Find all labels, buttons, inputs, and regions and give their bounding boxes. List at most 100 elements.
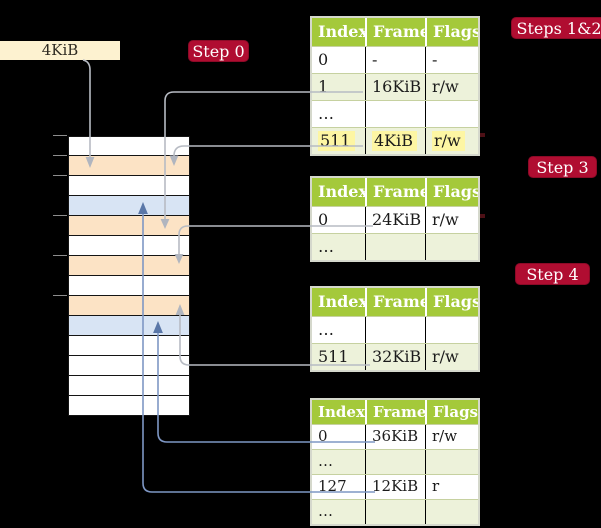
table-cell-frame [365,450,425,474]
memory-frame-row [68,156,190,176]
memory-frame-row [68,356,190,376]
table-cell-flags [425,500,478,524]
table-cell-flags: r/w [425,128,478,154]
memory-frame-row [68,336,190,356]
table-row: 0 - - [312,46,478,73]
table-header-row: Index Frame Flags [312,288,478,316]
table-cell-frame [365,500,425,524]
memory-frame-row [68,296,190,316]
table-cell-flags [425,450,478,474]
table-row: … [312,316,478,343]
memory-frame-row [68,196,190,216]
memory-frame-row [68,216,190,236]
table-cell-index: 0 [318,427,328,445]
table-cell-index: 1 [318,77,329,96]
table-header-row: Index Frame Flags [312,18,478,46]
memory-frame-row [68,236,190,256]
table-cell-index: … [318,104,334,123]
column-header-frame: Frame [365,178,425,206]
table-row: 127 12KiB r [312,474,478,499]
table-row-highlighted: 511 4KiB r/w [312,127,478,154]
table-cell-flags: r/w [425,207,478,233]
badge-step-4: Step 4 [515,263,590,285]
column-header-frame: Frame [365,18,425,46]
column-header-index: Index [318,403,365,421]
table-cell-flags: r [425,475,478,499]
table-row: … [312,233,478,260]
table-cell-index: 0 [318,210,329,229]
table-cell-flags: r/w [425,344,478,370]
memory-frame-row [68,256,190,276]
table-header-row: Index Frame Flags [312,178,478,206]
memory-tick [53,215,67,216]
table-cell-flags: r/w [425,74,478,100]
page-table-final-level: Index Frame Flags 0 36KiB r/w … 127 12Ki… [310,398,480,526]
table-cell-flags [425,234,478,260]
memory-frame-row [68,316,190,336]
table-header-row: Index Frame Flags [312,400,478,424]
frame-address-label: 4KiB [41,41,79,59]
table-cell-index: … [318,320,334,339]
connector-stub [480,214,485,218]
table-cell-index: 127 [318,477,347,495]
table-row: … [312,100,478,127]
memory-frame-row [68,136,190,156]
memory-frame-row [68,276,190,296]
memory-tick [53,175,67,176]
table-cell-index: 511 [318,347,349,366]
memory-frame-row [68,176,190,196]
column-header-flags: Flags [425,288,478,316]
table-cell-flags [425,101,478,127]
table-row: … [312,449,478,474]
memory-tick [53,295,67,296]
column-header-frame: Frame [365,288,425,316]
memory-tick [53,255,67,256]
table-cell-frame: 16KiB [365,74,425,100]
table-cell-index: 0 [318,50,329,69]
memory-frame-row [68,376,190,396]
table-cell-frame: 32KiB [365,344,425,370]
column-header-flags: Flags [425,18,478,46]
table-cell-index: … [318,452,333,470]
column-header-frame: Frame [365,400,425,424]
table-cell-frame: 4KiB [365,128,425,154]
page-table-steps-1-2: Index Frame Flags 0 - - 1 16KiB r/w … 51… [310,16,480,156]
table-cell-flags: r/w [425,425,478,449]
badge-steps-1-2: Steps 1&2 [511,17,601,39]
highlighted-entry: 511 [318,131,355,151]
highlighted-entry: 4KiB [372,131,418,151]
table-cell-index: … [318,502,333,520]
memory-frame-row [68,396,190,416]
table-cell-index: … [318,237,334,256]
memory-tick [53,155,67,156]
column-header-index: Index [318,22,365,41]
table-cell-flags [425,317,478,343]
table-row: … [312,499,478,524]
page-table-step-3: Index Frame Flags 0 24KiB r/w … [310,176,480,262]
table-row: 1 16KiB r/w [312,73,478,100]
highlighted-entry: r/w [432,131,465,151]
table-row: 0 24KiB r/w [312,206,478,233]
physical-memory-column [68,136,190,416]
badge-step-0: Step 0 [188,40,249,62]
column-header-flags: Flags [425,400,478,424]
table-row: 0 36KiB r/w [312,424,478,449]
table-cell-frame: 36KiB [365,425,425,449]
frame-address-box: 4KiB [0,41,120,60]
table-cell-flags: - [425,47,478,73]
table-cell-frame [365,234,425,260]
connector-stub [480,133,485,137]
badge-step-3: Step 3 [528,156,597,178]
table-cell-frame: 24KiB [365,207,425,233]
table-cell-frame [365,101,425,127]
column-header-index: Index [318,182,365,201]
table-cell-index: 511 [312,128,365,154]
table-cell-frame: 12KiB [365,475,425,499]
page-table-step-4: Index Frame Flags … 511 32KiB r/w [310,286,480,372]
table-row: 511 32KiB r/w [312,343,478,370]
table-cell-frame [365,317,425,343]
memory-tick [53,135,67,136]
column-header-index: Index [318,292,365,311]
table-cell-frame: - [365,47,425,73]
